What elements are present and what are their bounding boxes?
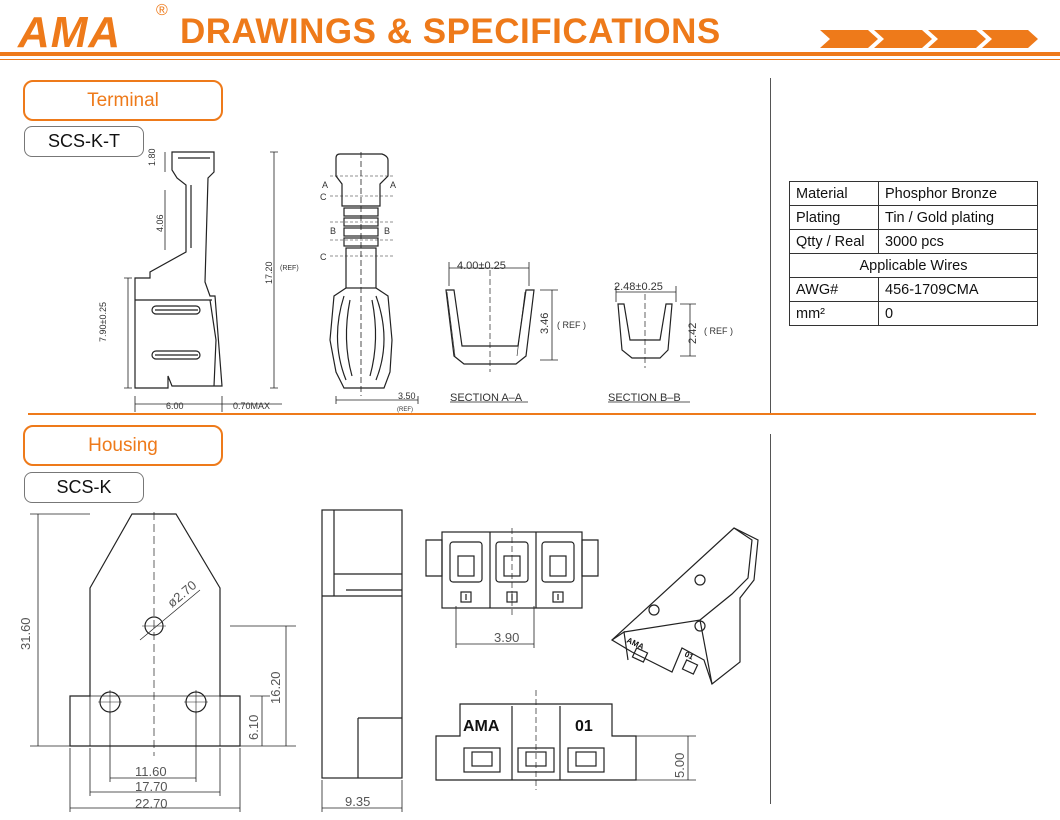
dim-housing-9-35: 9.35 xyxy=(345,794,370,809)
section-b-label: SECTION B–B xyxy=(608,392,681,404)
dim-housing-22-70: 22.70 xyxy=(135,796,168,811)
dim-housing-2-70: ø2.70 xyxy=(164,577,199,610)
table-row: Qtty / Real 3000 pcs xyxy=(789,229,1038,254)
awg-label: AWG# xyxy=(789,277,879,302)
section-b-b xyxy=(608,286,696,403)
dim-section-b-height: 2.42 xyxy=(687,323,699,344)
housing-iso-view xyxy=(611,527,759,685)
housing-divider xyxy=(770,434,771,804)
brand-logo: AMA xyxy=(18,8,122,57)
section-a-label: SECTION A–A xyxy=(450,392,523,404)
housing-bottom-view xyxy=(435,690,696,790)
dim-terminal-ref: (REF) xyxy=(280,265,299,272)
section-divider xyxy=(28,413,1036,415)
dim-terminal-4-06: 4.06 xyxy=(155,214,165,232)
plating-value: Tin / Gold plating xyxy=(878,205,1038,230)
dim-section-a-ref: ( REF ) xyxy=(557,320,586,330)
plating-label: Plating xyxy=(789,205,879,230)
dim-section-b-ref: ( REF ) xyxy=(704,326,733,336)
dim-housing-3-90: 3.90 xyxy=(494,630,519,645)
dim-terminal-17-20: 17.20 xyxy=(264,261,274,284)
dim-housing-11-60: 11.60 xyxy=(135,764,167,779)
table-row: AWG# 456-1709CMA xyxy=(789,277,1038,302)
dim-housing-31-60: 31.60 xyxy=(18,617,33,650)
dim-terminal-7-90: 7.90±0.25 xyxy=(98,302,108,342)
terminal-part-number: SCS-K-T xyxy=(24,126,144,157)
qty-label: Qtty / Real xyxy=(789,229,879,254)
mark-c-top: C xyxy=(320,192,327,202)
terminal-section-label: Terminal xyxy=(23,80,223,121)
dim-terminal-1-80: 1.80 xyxy=(147,148,157,166)
qty-value: 3000 pcs xyxy=(878,229,1038,254)
dim-section-b-width: 2.48±0.25 xyxy=(614,281,663,293)
housing-section-label: Housing xyxy=(23,425,223,466)
header: AMA ® DRAWINGS & SPECIFICATIONS xyxy=(0,0,1060,60)
housing-part-number: SCS-K xyxy=(24,472,144,503)
table-row: Applicable Wires xyxy=(789,253,1038,278)
terminal-front-view xyxy=(329,152,419,404)
mm2-value: 0 xyxy=(878,301,1038,326)
mark-b-right: B xyxy=(384,226,390,236)
spec-table: Material Phosphor Bronze Plating Tin / G… xyxy=(789,181,1038,326)
housing-label-brand: AMA xyxy=(463,718,500,735)
dim-terminal-3-50: 3.50 xyxy=(398,391,416,401)
dim-section-a-height: 3.46 xyxy=(539,313,551,334)
dim-housing-17-70: 17.70 xyxy=(135,779,168,794)
mark-a-right: A xyxy=(390,180,396,190)
dim-terminal-6-00: 6.00 xyxy=(166,401,184,411)
header-rule-thin xyxy=(0,59,1060,60)
housing-front-view xyxy=(30,512,296,812)
terminal-side-view xyxy=(124,151,282,412)
mark-a-left: A xyxy=(322,180,328,190)
mark-b-left: B xyxy=(330,226,336,236)
table-row: Material Phosphor Bronze xyxy=(789,181,1038,206)
registered-mark: ® xyxy=(156,2,168,19)
terminal-divider xyxy=(770,78,771,413)
dim-section-a-width: 4.00±0.25 xyxy=(457,260,506,272)
iso-label-brand: AMA xyxy=(625,636,646,652)
housing-label-number: 01 xyxy=(575,718,593,735)
mm2-label: mm² xyxy=(789,301,879,326)
housing-top-view xyxy=(425,528,599,648)
header-rule xyxy=(0,52,1060,56)
chevron-arrows-icon xyxy=(820,30,1038,48)
iso-label-number: 01 xyxy=(683,650,695,662)
dim-housing-5-00: 5.00 xyxy=(672,753,687,778)
dim-housing-6-10: 6.10 xyxy=(246,715,261,740)
housing-side-view xyxy=(321,509,403,812)
material-value: Phosphor Bronze xyxy=(878,181,1038,206)
section-a-a xyxy=(445,262,558,403)
dim-housing-16-20: 16.20 xyxy=(268,671,283,704)
mark-c-bottom: C xyxy=(320,252,327,262)
material-label: Material xyxy=(789,181,879,206)
table-row: Plating Tin / Gold plating xyxy=(789,205,1038,230)
page-title: DRAWINGS & SPECIFICATIONS xyxy=(180,12,721,51)
awg-value: 456-1709CMA xyxy=(878,277,1038,302)
table-row: mm² 0 xyxy=(789,301,1038,326)
dim-terminal-0-70: 0.70MAX xyxy=(233,401,270,411)
wires-header: Applicable Wires xyxy=(789,253,1038,278)
